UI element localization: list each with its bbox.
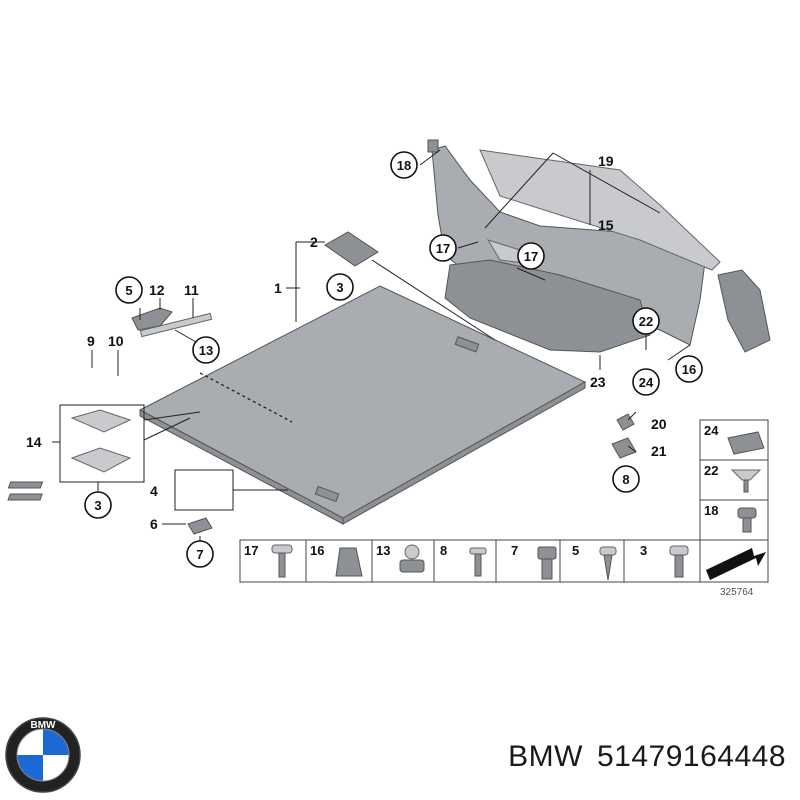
arrow-icon xyxy=(706,548,766,580)
callout-7: 7 xyxy=(186,540,214,568)
bottom-cell-label: 3 xyxy=(640,543,647,558)
callout-19: 19 xyxy=(598,153,614,169)
bottom-cell-label: 5 xyxy=(572,543,579,558)
group-box-4 xyxy=(174,469,234,511)
rear-trim-panel xyxy=(427,139,771,353)
callout-16: 16 xyxy=(675,355,703,383)
callout-11: 11 xyxy=(184,282,199,298)
side-cell-label: 24 xyxy=(704,423,719,438)
callout-22: 22 xyxy=(632,307,660,335)
callout-14: 14 xyxy=(26,434,42,450)
group-box-14 xyxy=(59,404,145,483)
brand-name: BMW xyxy=(508,740,583,773)
bmw-logo: BMW xyxy=(5,717,81,793)
svg-text:22: 22 xyxy=(639,314,653,329)
side-cell-label: 18 xyxy=(704,503,718,518)
callout-3-lower: 3 xyxy=(84,491,112,519)
callout-8: 8 xyxy=(612,465,640,493)
callout-13: 13 xyxy=(192,336,220,364)
product-label: BMW 51479164448 xyxy=(494,740,786,774)
part-number: 51479164448 xyxy=(596,740,786,773)
callout-5: 5 xyxy=(115,276,143,304)
reference-number: 325764 xyxy=(720,587,754,598)
bracket-2 xyxy=(324,231,379,267)
side-cell xyxy=(699,459,769,501)
svg-text:8: 8 xyxy=(622,472,629,487)
bottom-cell-label: 7 xyxy=(511,543,518,558)
bottom-cell-label: 13 xyxy=(376,543,390,558)
callout-12: 12 xyxy=(149,282,165,298)
callout-3-upper: 3 xyxy=(326,273,354,301)
svg-text:17: 17 xyxy=(436,241,450,256)
fastener-21 xyxy=(611,437,637,459)
part-6 xyxy=(187,517,213,535)
hook-12 xyxy=(131,307,173,331)
callout-6: 6 xyxy=(150,516,158,532)
bottom-cell-label: 8 xyxy=(440,543,447,558)
svg-text:13: 13 xyxy=(199,343,213,358)
svg-text:3: 3 xyxy=(94,498,101,513)
callout-23: 23 xyxy=(590,374,606,390)
callout-21: 21 xyxy=(651,443,667,459)
callout-15: 15 xyxy=(598,217,614,233)
callout-9: 9 xyxy=(87,333,95,349)
side-fastener-table: 24 22 18 xyxy=(699,419,769,541)
side-cell-label: 22 xyxy=(704,463,718,478)
callout-4: 4 xyxy=(150,483,158,499)
callout-17-lower: 17 xyxy=(517,242,545,270)
svg-text:7: 7 xyxy=(196,547,203,562)
floor-panel xyxy=(138,285,587,525)
callout-17-upper: 17 xyxy=(429,234,457,262)
bottom-cell-label: 17 xyxy=(244,543,258,558)
callout-24: 24 xyxy=(632,368,660,396)
callout-20: 20 xyxy=(651,416,667,432)
strip-11 xyxy=(139,312,213,338)
bottom-fastener-table: 17 16 13 8 7 5 3 xyxy=(239,539,769,583)
logo-lettering: BMW xyxy=(31,720,57,731)
callout-text: 18 xyxy=(397,158,411,173)
callout-18: 18 xyxy=(390,151,418,179)
svg-text:3: 3 xyxy=(336,280,343,295)
svg-text:24: 24 xyxy=(639,375,654,390)
bottom-cell-label: 16 xyxy=(310,543,324,558)
svg-text:17: 17 xyxy=(524,249,538,264)
callout-10: 10 xyxy=(108,333,124,349)
svg-text:5: 5 xyxy=(125,283,132,298)
callout-1: 1 xyxy=(274,280,282,296)
callout-2: 2 xyxy=(310,234,318,250)
svg-text:16: 16 xyxy=(682,362,696,377)
